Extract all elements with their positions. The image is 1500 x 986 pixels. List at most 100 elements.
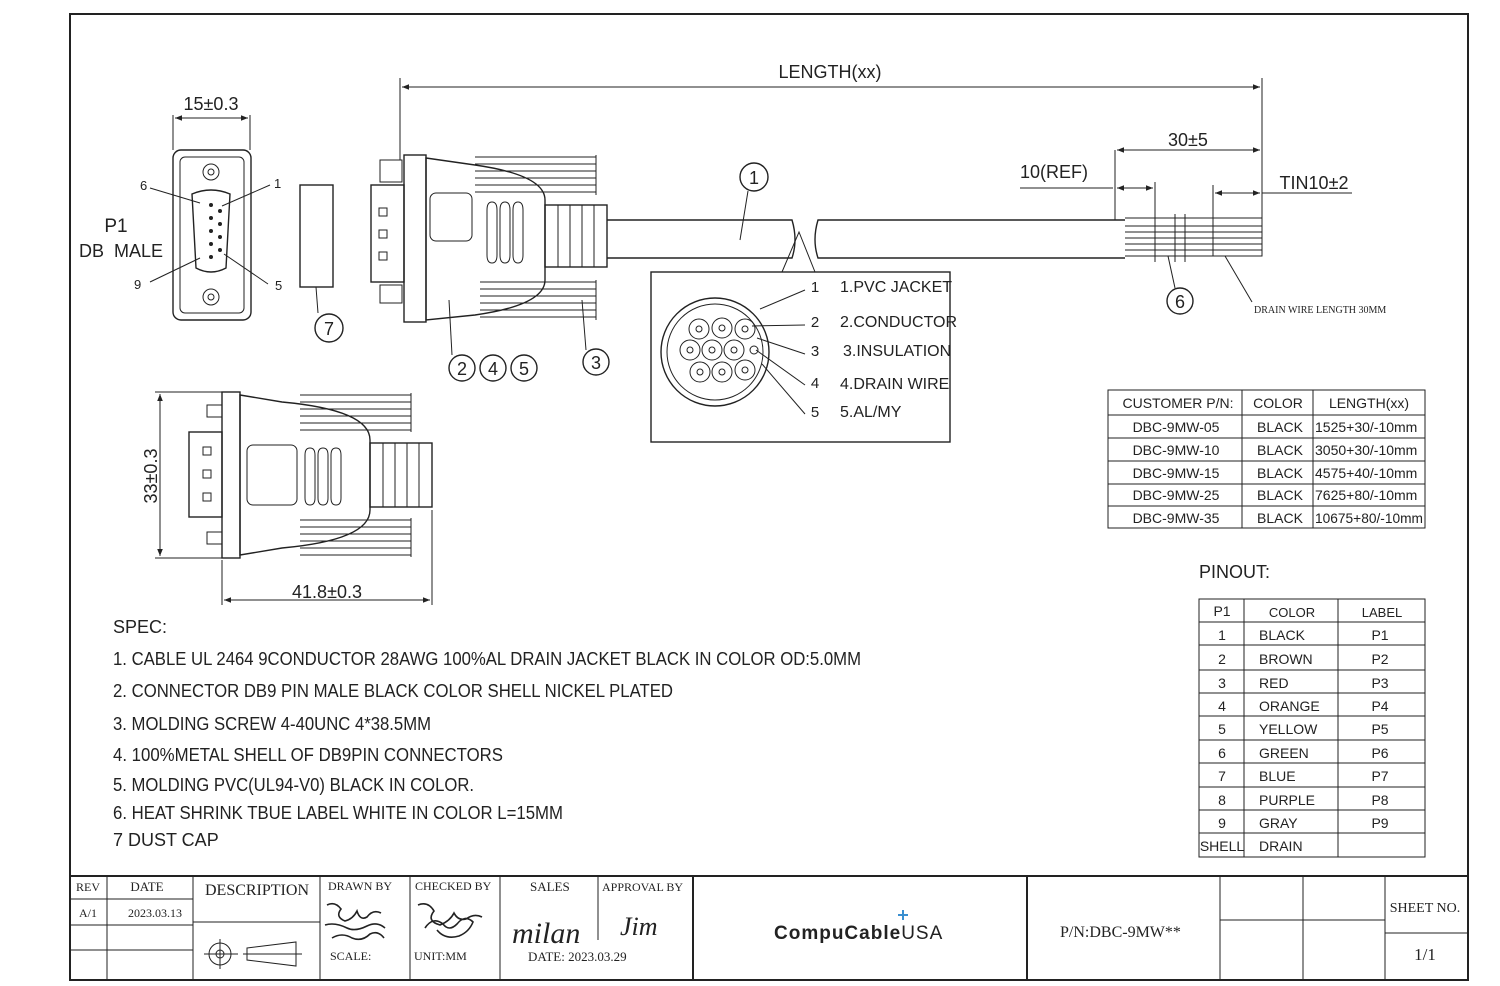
pin-9-label: 9 <box>134 277 141 292</box>
parts-header-pn: CUSTOMER P/N: <box>1123 395 1234 411</box>
pinout-row-8-color: PURPLE <box>1259 792 1315 808</box>
date-value: 2023.03.13 <box>128 906 182 920</box>
pinout-row-7-color: BLUE <box>1259 768 1296 784</box>
spec-section: SPEC: 1. CABLE UL 2464 9CONDUCTOR 28AWG … <box>113 617 861 850</box>
pinout-header-p1: P1 <box>1213 603 1230 619</box>
spec-line-7: 7 DUST CAP <box>113 830 219 850</box>
approval-signature: Jim <box>620 912 658 941</box>
unit-label: UNIT:MM <box>414 949 467 963</box>
balloon-2: 2 <box>457 359 467 379</box>
pinout-row-6-color: GREEN <box>1259 745 1309 761</box>
sheet-value: 1/1 <box>1414 945 1436 964</box>
pinout-row-7-pin: 7 <box>1218 768 1226 784</box>
pin-5-label: 5 <box>275 278 282 293</box>
width-15-label: 15±0.3 <box>184 94 239 114</box>
height-33-label: 33±0.3 <box>141 449 161 504</box>
pinout-row-10-color: DRAIN <box>1259 838 1303 854</box>
pinout-row-1-pin: 1 <box>1218 627 1226 643</box>
pinout-row-9-color: GRAY <box>1259 815 1298 831</box>
checked-by-label: CHECKED BY <box>415 879 492 893</box>
company-name-suffix: USA <box>901 923 943 944</box>
part-number: P/N:DBC-9MW** <box>1060 924 1181 941</box>
length-dimension: LENGTH(xx) <box>399 62 1263 225</box>
parts-row-5-color: BLACK <box>1257 510 1304 526</box>
pinout-row-3-color: RED <box>1259 675 1289 691</box>
parts-row-2-color: BLACK <box>1257 442 1304 458</box>
rev-header: REV <box>76 880 100 894</box>
checked-by-signature <box>417 903 483 938</box>
drawn-by-signature <box>324 902 386 941</box>
parts-header-color: COLOR <box>1253 395 1303 411</box>
pinout-row-4-color: ORANGE <box>1259 698 1320 714</box>
parts-table: CUSTOMER P/N: COLOR LENGTH(xx) DBC-9MW-0… <box>1107 389 1426 529</box>
balloon-1: 1 <box>749 168 759 188</box>
length-label: LENGTH(xx) <box>779 62 882 82</box>
xs-num-2: 2 <box>811 314 819 331</box>
balloon-3: 3 <box>591 353 601 373</box>
drawn-by-label: DRAWN BY <box>328 879 392 893</box>
balloon-5: 5 <box>519 359 529 379</box>
p1-label: P1 <box>104 216 127 237</box>
parts-row-2-length: 3050+30/-10mm <box>1315 442 1417 458</box>
balloons: 1 2 4 5 3 6 <box>448 162 1194 382</box>
pinout-row-9-label: P9 <box>1371 815 1388 831</box>
balloon-6: 6 <box>1175 292 1185 312</box>
pinout-row-2-color: BROWN <box>1259 651 1313 667</box>
xs-num-5: 5 <box>811 404 819 421</box>
parts-row-3-color: BLACK <box>1257 465 1304 481</box>
company-name-prefix: CompuCable <box>774 923 901 944</box>
pinout-row-2-pin: 2 <box>1218 651 1226 667</box>
parts-row-3-length: 4575+40/-10mm <box>1315 465 1417 481</box>
spec-line-6: 6. HEAT SHRINK TBUE LABEL WHITE IN COLOR… <box>113 803 563 823</box>
pinout-row-4-label: P4 <box>1371 698 1388 714</box>
xs-label-1: 1.PVC JACKET <box>840 279 952 296</box>
parts-row-2-pn: DBC-9MW-10 <box>1133 442 1220 458</box>
pinout-table: PINOUT: P1 COLOR LABEL <box>1198 562 1426 858</box>
pinout-row-5-label: P5 <box>1371 721 1388 737</box>
parts-row-1-length: 1525+30/-10mm <box>1315 419 1417 435</box>
pinout-row-6-label: P6 <box>1371 745 1388 761</box>
pinout-row-4-pin: 4 <box>1218 698 1226 714</box>
projection-symbol <box>204 939 302 969</box>
pinout-row-6-pin: 6 <box>1218 745 1226 761</box>
parts-row-1-color: BLACK <box>1257 419 1304 435</box>
rev-value: A/1 <box>79 906 97 920</box>
pin-1-label: 1 <box>274 176 281 191</box>
company-logo: CompuCableUSA <box>774 910 943 944</box>
connector-top-view: 33±0.3 41.8±0.3 <box>141 391 433 605</box>
spec-line-1: 1. CABLE UL 2464 9CONDUCTOR 28AWG 100%AL… <box>113 649 861 669</box>
spec-title: SPEC: <box>113 617 167 637</box>
xs-label-2: 2.CONDUCTOR <box>840 314 957 331</box>
pinout-row-9-pin: 9 <box>1218 815 1226 831</box>
spec-line-2: 2. CONNECTOR DB9 PIN MALE BLACK COLOR SH… <box>113 681 673 701</box>
xs-num-4: 4 <box>811 375 819 392</box>
parts-row-4-pn: DBC-9MW-25 <box>1133 487 1220 503</box>
pinout-header-label: LABEL <box>1362 605 1402 620</box>
strip-30-label: 30±5 <box>1168 130 1208 150</box>
tin-label: TIN10±2 <box>1280 173 1349 193</box>
pinout-row-1-color: BLACK <box>1259 627 1306 643</box>
spec-line-3: 3. MOLDING SCREW 4-40UNC 4*38.5MM <box>113 714 431 734</box>
pinout-row-5-color: YELLOW <box>1259 721 1318 737</box>
spec-line-4: 4. 100%METAL SHELL OF DB9PIN CONNECTORS <box>113 745 503 765</box>
parts-header-length: LENGTH(xx) <box>1329 395 1409 411</box>
sales-label: SALES <box>530 879 570 894</box>
pinout-row-8-pin: 8 <box>1218 792 1226 808</box>
sales-signature: milan <box>512 917 580 950</box>
title-block: REV DATE A/1 2023.03.13 DESCRIPTION DRAW… <box>70 875 1468 980</box>
xs-label-3: 3.INSULATION <box>843 343 951 360</box>
xs-num-3: 3 <box>811 343 819 360</box>
approval-by-label: APPROVAL BY <box>602 880 683 894</box>
description-header: DESCRIPTION <box>205 882 309 899</box>
pinout-row-7-label: P7 <box>1371 768 1388 784</box>
db-male-label: DB MALE <box>79 241 163 261</box>
cross-section: 1 1.PVC JACKET 2 2.CONDUCTOR 3 3.INSULAT… <box>650 230 957 443</box>
drain-wire-note: DRAIN WIRE LENGTH 30MM <box>1254 305 1386 316</box>
pinout-row-3-pin: 3 <box>1218 675 1226 691</box>
balloon-4: 4 <box>488 359 498 379</box>
sheet-no-label: SHEET NO. <box>1390 901 1461 916</box>
pinout-row-3-label: P3 <box>1371 675 1388 691</box>
strip-dimensions: 30±5 10(REF) TIN10±2 DRAIN WIRE LENGTH 3… <box>1020 130 1386 316</box>
pinout-row-2-label: P2 <box>1371 651 1388 667</box>
